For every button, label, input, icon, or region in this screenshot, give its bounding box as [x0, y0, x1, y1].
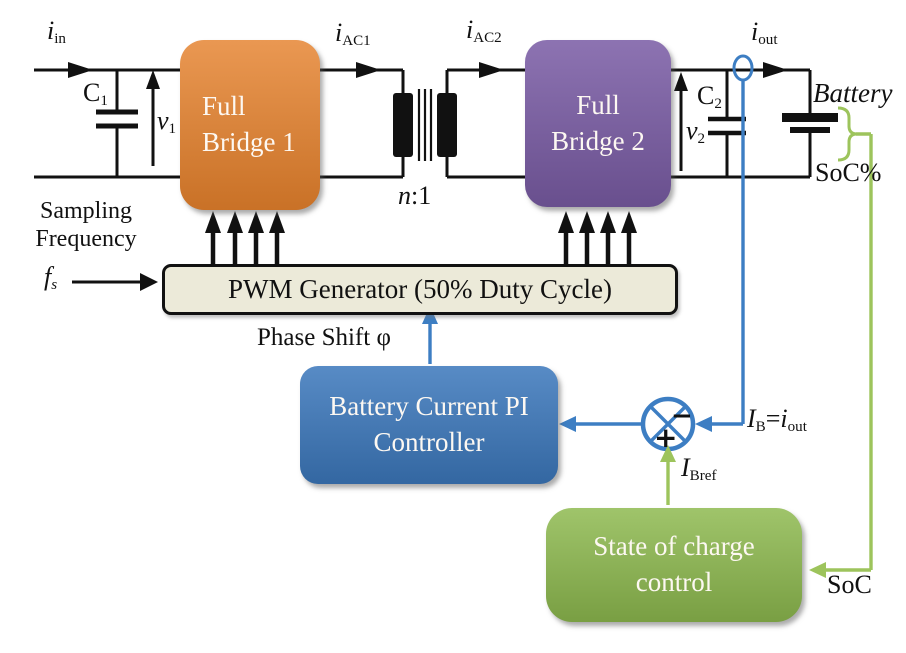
error-to-controller-line	[559, 416, 643, 432]
gate-signal-arrows-bridge2	[558, 211, 637, 264]
i-ac1-label: iAC1	[335, 18, 371, 50]
soc-label: SoC	[827, 570, 872, 599]
battery-symbol	[782, 70, 838, 177]
i-out-arrowhead	[763, 62, 788, 78]
primary-winding	[393, 93, 413, 157]
v1-arrow	[146, 70, 160, 166]
pwm-generator-label: PWM Generator (50% Duty Cycle)	[228, 273, 612, 304]
reference-current-line	[660, 445, 676, 505]
battery-label: Battery	[813, 78, 893, 108]
i-in-arrowhead	[68, 62, 93, 78]
i-out-label: iout	[751, 17, 778, 49]
current-sensor	[732, 54, 754, 82]
battery-current-pi-controller-block: Battery Current PI Controller	[300, 366, 558, 484]
phase-shift-label: Phase Shift φ	[257, 324, 391, 351]
current-feedback-line	[695, 80, 745, 432]
pi-controller-line1: Battery Current PI	[329, 391, 529, 422]
dc-input-rails	[34, 62, 180, 179]
pi-controller-line2: Controller	[373, 427, 485, 457]
c2-label: C2	[697, 81, 722, 113]
soc-control-line1: State of charge	[593, 531, 755, 562]
full-bridge-1-line2: Bridge 1	[202, 127, 296, 157]
transformer	[393, 89, 457, 161]
full-bridge-2-block: Full Bridge 2	[525, 40, 671, 207]
transformer-core	[417, 89, 433, 161]
primary-link	[320, 62, 405, 179]
full-bridge-2-line1: Full	[576, 89, 620, 120]
summing-minus-sign: −	[671, 401, 693, 431]
phase-shift-line	[422, 306, 438, 364]
capacitor-c1	[96, 70, 138, 177]
gate-signal-arrows-bridge1	[205, 211, 285, 264]
sampling-frequency-label: Sampling Frequency	[35, 198, 137, 253]
v2-arrow	[674, 72, 688, 171]
full-bridge-2-line2: Bridge 2	[551, 125, 645, 156]
v1-label: v1	[157, 106, 177, 138]
full-bridge-1-line1: Full	[202, 91, 246, 122]
capacitor-c2	[708, 70, 746, 177]
soc-measurement-brace	[809, 106, 873, 578]
fs-input-arrow	[72, 273, 158, 291]
secondary-winding	[437, 93, 457, 157]
i-ac2-arrowhead	[479, 62, 504, 78]
fs-label: fs	[44, 262, 58, 294]
soc-control-line2: control	[635, 567, 713, 597]
full-bridge-1-block: Full Bridge 1	[180, 40, 320, 210]
v2-label: v2	[686, 116, 706, 148]
c1-label: C1	[83, 78, 108, 110]
reference-current-label: IBref	[681, 453, 717, 485]
i-ac1-arrowhead	[356, 62, 381, 78]
summing-plus-sign: +	[654, 421, 678, 454]
state-of-charge-control-block: State of charge control	[546, 508, 802, 622]
turns-ratio-label: n:1	[398, 181, 432, 210]
pwm-generator-block: PWM Generator (50% Duty Cycle)	[162, 264, 678, 315]
soc-percent-label: SoC%	[815, 158, 882, 187]
i-in-label: iin	[47, 16, 66, 48]
feedback-current-label: IB=iout	[747, 404, 807, 436]
secondary-link	[445, 62, 525, 179]
dc-output-rails	[670, 62, 810, 179]
i-ac2-label: iAC2	[466, 15, 502, 47]
